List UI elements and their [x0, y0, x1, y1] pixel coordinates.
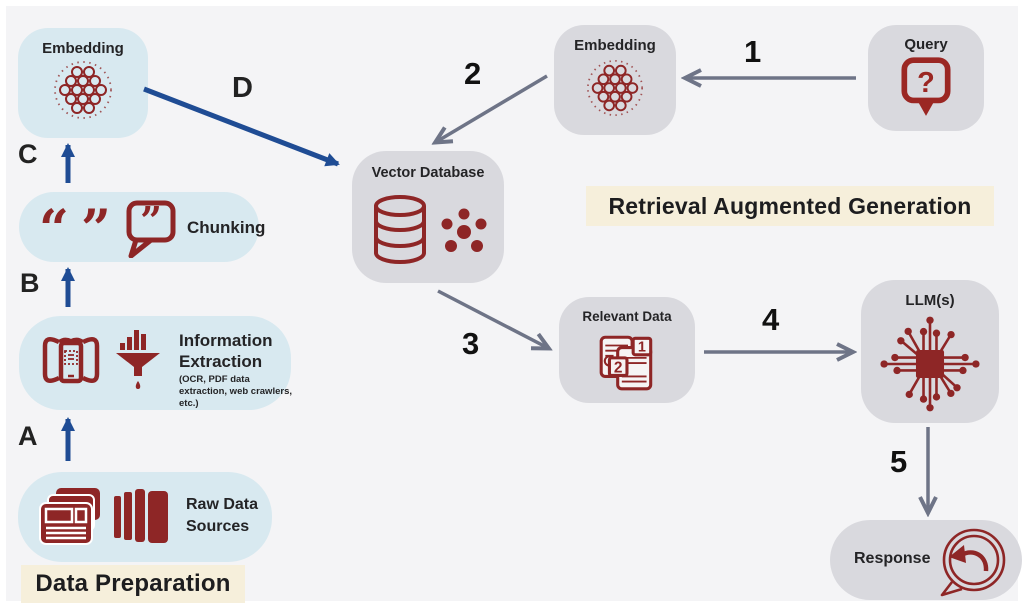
node-embedding-rag: Embedding [554, 25, 676, 135]
data-funnel-icon [116, 330, 160, 389]
question-bubble-icon: ? [901, 57, 951, 116]
arrow-2 [436, 74, 548, 142]
vector-cluster-icon [441, 208, 487, 252]
node-label: Chunking [187, 218, 266, 237]
node-label: Information Extraction [179, 331, 273, 371]
open-quote-icon: “ [39, 199, 69, 260]
step-number-1: 1 [744, 34, 762, 69]
quote-bubble-icon: ” [126, 198, 176, 258]
close-quote-icon: ” [81, 199, 111, 260]
node-llms: LLM(s) [861, 280, 999, 423]
node-vector-db: Vector Database [352, 151, 504, 283]
step-number-3: 3 [462, 326, 480, 361]
node-raw-data: Raw Data Sources [18, 472, 272, 562]
embedding-icon [587, 60, 643, 116]
step-number-2: 2 [464, 56, 482, 91]
question-glyph: ? [917, 67, 935, 99]
node-chunking: “ ” ” Chunking [19, 192, 265, 262]
step-letter-a: A [18, 421, 38, 451]
node-response: Response [830, 520, 1022, 600]
node-label: LLM(s) [905, 292, 955, 309]
node-label: Query [904, 36, 948, 53]
node-label: Raw Data Sources [186, 496, 259, 535]
step-number-4: 4 [762, 302, 780, 337]
data-preparation-label: Data Preparation [21, 565, 245, 603]
newspapers-icon [39, 488, 100, 545]
chip-icon [880, 316, 980, 412]
database-icon [374, 195, 426, 264]
step-letter-c: C [18, 139, 38, 169]
node-label: Relevant Data [582, 309, 672, 324]
embedding-icon [54, 61, 112, 119]
node-label: Response [854, 550, 931, 567]
node-query: Query ? [868, 25, 984, 131]
node-label: Embedding [42, 40, 124, 57]
arrow-3 [437, 289, 548, 348]
diagram-background: Embedding “ ” ” Chunking [6, 6, 1022, 603]
ranked-documents-icon: 1 2 [599, 335, 653, 391]
document-scan-icon [42, 336, 100, 384]
step-letter-d: D [232, 72, 253, 104]
node-label: Embedding [574, 37, 656, 54]
reply-bubble-icon [940, 528, 1006, 597]
step-number-5: 5 [890, 444, 908, 479]
node-subtitle: (OCR, PDF data extraction, web crawlers,… [179, 374, 292, 409]
rag-section-label: Retrieval Augmented Generation [586, 186, 994, 226]
node-embedding-prep: Embedding [18, 28, 148, 138]
bubble-quote-glyph: ” [140, 198, 162, 243]
badge-2: 2 [614, 359, 623, 376]
node-info-extraction: Information Extraction (OCR, PDF data ex… [19, 316, 292, 410]
node-relevant-data: Relevant Data 1 2 [559, 297, 695, 403]
badge-1: 1 [638, 340, 646, 356]
step-letter-b: B [20, 268, 40, 298]
books-stack-icon [114, 489, 168, 543]
node-label: Vector Database [371, 165, 485, 181]
